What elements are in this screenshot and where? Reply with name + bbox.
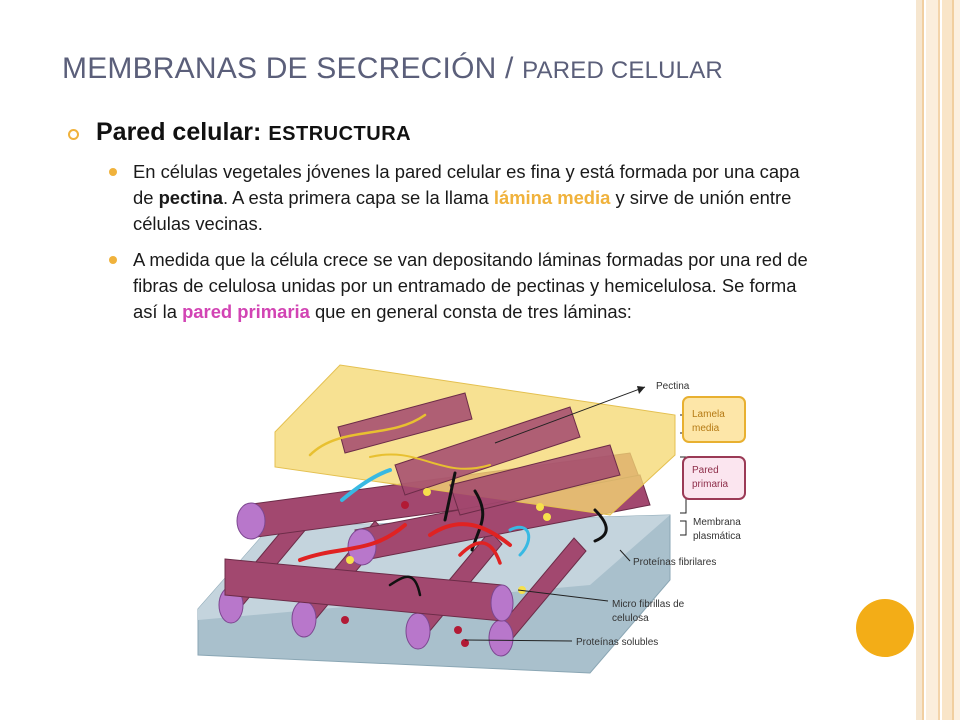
bullet-dot-icon (109, 168, 117, 176)
bullet-pared-primaria: A medida que la célula crece se van depo… (109, 247, 813, 325)
pared-primaria-box (682, 456, 746, 500)
decorative-stripes (916, 0, 960, 720)
bullet1-text-3: y sirve de unión entre células vecinas. (133, 187, 792, 234)
decorative-orange-circle (856, 599, 914, 657)
lamela-media-box (682, 396, 746, 443)
bullet1-lamina-media: lámina media (493, 187, 611, 208)
label-micro-fibrillas-2: celulosa (612, 613, 649, 624)
label-micro-fibrillas-1: Micro fibrillas de (612, 599, 685, 610)
diagram-labels: Pectina Lamela media Pared primaria Memb… (576, 381, 741, 648)
label-membrana-2: plasmática (693, 531, 741, 542)
heading-bold: Pared celular: (96, 118, 269, 146)
label-pared-2: primaria (692, 479, 729, 490)
bullet2-text-2: que en general consta de tres láminas: (309, 301, 632, 322)
label-pared-1: Pared (692, 465, 719, 476)
label-membrana-1: Membrana (693, 517, 741, 528)
heading-bullet-icon (68, 129, 79, 140)
section-heading: Pared celular: ESTRUCTURA (96, 118, 411, 147)
title-sub: PARED CELULAR (522, 57, 723, 84)
pectin-strands (298, 413, 608, 597)
slide-title: MEMBRANAS DE SECRECIÓN / PARED CELULAR (62, 52, 723, 86)
fiber-horizontal (224, 558, 514, 622)
bullet1-pectina: pectina (158, 187, 223, 208)
label-proteinas-fibrilares: Proteínas fibrilares (633, 557, 716, 568)
bullet1-text-1: En células vegetales jóvenes la pared ce… (133, 161, 800, 208)
bullet-dot-icon (109, 256, 117, 264)
bullet1-text-2: . A esta primera capa se la llama (222, 187, 494, 208)
heading-caps: ESTRUCTURA (268, 123, 412, 145)
label-lamela-1: Lamela (692, 409, 725, 420)
title-main: MEMBRANAS DE SECRECIÓN / (62, 52, 523, 85)
bullet-pectina: En células vegetales jóvenes la pared ce… (109, 159, 813, 237)
label-pectina: Pectina (656, 381, 690, 392)
cell-wall-diagram: Pectina Lamela media Pared primaria Memb… (197, 364, 746, 674)
label-proteinas-solubles: Proteínas solubles (576, 637, 658, 648)
bullet2-text-1: A medida que la célula crece se van depo… (133, 249, 808, 322)
soluble-proteins (341, 488, 551, 647)
label-lamela-2: media (692, 423, 720, 434)
bullet2-pared-primaria: pared primaria (182, 301, 310, 322)
